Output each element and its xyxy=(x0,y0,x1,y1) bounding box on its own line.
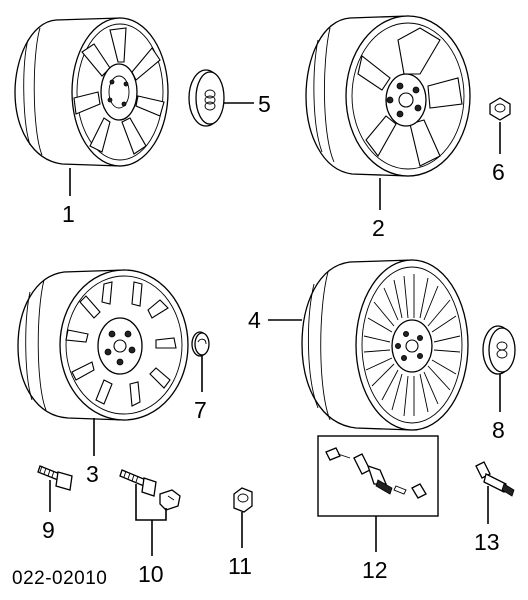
callout-12: 12 xyxy=(362,557,388,583)
wheel-1-spokes xyxy=(73,27,165,155)
callout-5: 5 xyxy=(258,91,271,117)
wheel-2-spokes xyxy=(357,27,463,167)
leader-lines xyxy=(49,102,501,556)
callout-4: 4 xyxy=(248,307,261,333)
wheel-3-slots xyxy=(65,281,177,407)
wheel-1-seven-spoke xyxy=(14,17,169,167)
part-5-center-cap xyxy=(188,69,225,127)
part-12-valve-kit xyxy=(317,435,439,517)
callout-3: 3 xyxy=(86,461,99,487)
drawing-code: 022-02010 xyxy=(12,568,107,589)
callout-8: 8 xyxy=(492,417,505,443)
callout-9: 9 xyxy=(42,517,55,543)
callout-labels: 1 5 2 6 3 4 7 8 9 10 11 12 13 022-02010 xyxy=(12,91,505,589)
callout-6: 6 xyxy=(492,159,505,185)
part-13-tire-valve xyxy=(475,461,515,497)
wheel-3-slotted xyxy=(17,269,189,421)
part-9-wheel-bolt xyxy=(37,465,73,491)
part-11-lug-nut xyxy=(233,487,253,513)
wheel-2-five-spoke xyxy=(305,15,471,177)
part-6-lug-nut xyxy=(489,97,511,121)
callout-11: 11 xyxy=(228,553,252,579)
callout-13: 13 xyxy=(474,529,500,555)
wheel-4-multi-spoke xyxy=(301,259,469,431)
part-8-center-cap xyxy=(482,325,516,375)
callout-1: 1 xyxy=(62,201,75,227)
callout-2: 2 xyxy=(372,215,385,241)
callout-7: 7 xyxy=(194,397,207,423)
callout-10: 10 xyxy=(138,561,164,587)
wheel-4-spokes xyxy=(363,274,461,417)
part-10-bolts xyxy=(119,469,181,511)
part-7-center-cap xyxy=(191,331,210,357)
